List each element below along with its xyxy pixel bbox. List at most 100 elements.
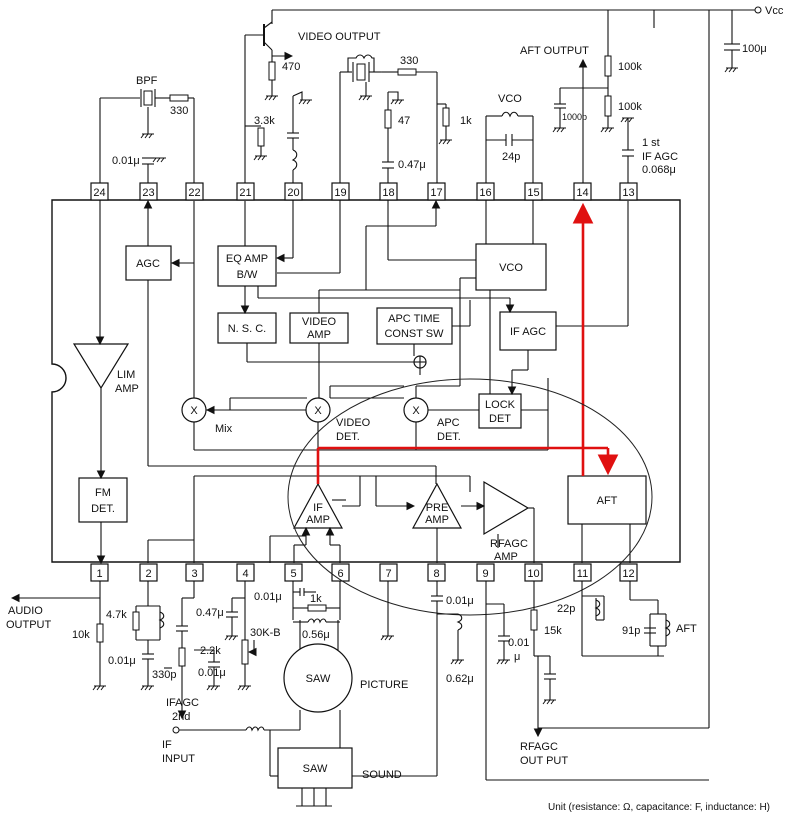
- pin-20: 20: [287, 187, 299, 199]
- svg-text:91p: 91p: [622, 625, 640, 637]
- unit-note: Unit (resistance: Ω, capacitance: F, ind…: [548, 802, 770, 813]
- pin-16: 16: [479, 187, 491, 199]
- svg-text:X: X: [190, 405, 198, 417]
- svg-text:330: 330: [400, 55, 418, 67]
- svg-text:PRE: PRE: [426, 502, 449, 514]
- external-top: Vcc 100μ 470 VIDEO OUTPUT 3.3k: [99, 5, 784, 729]
- pin-23: 23: [142, 187, 154, 199]
- svg-text:24p: 24p: [502, 151, 520, 163]
- pin-5: 5: [290, 568, 296, 580]
- if-agc-block: [499, 311, 557, 351]
- svg-text:1000p: 1000p: [562, 112, 587, 122]
- svg-text:FM: FM: [95, 487, 111, 499]
- if-amp-triangle: [292, 482, 344, 529]
- svg-text:0.47μ: 0.47μ: [398, 159, 426, 171]
- svg-text:X: X: [412, 405, 420, 417]
- svg-text:Mix: Mix: [215, 423, 233, 435]
- fm-det-block: [78, 477, 128, 523]
- svg-text:IF AGC: IF AGC: [510, 326, 546, 338]
- svg-text:0.01μ: 0.01μ: [198, 667, 226, 679]
- svg-text:0.01μ: 0.01μ: [108, 655, 136, 667]
- svg-text:OUTPUT: OUTPUT: [6, 619, 52, 631]
- pin-11: 11: [577, 568, 588, 580]
- svg-text:INPUT: INPUT: [162, 753, 195, 765]
- aft-block: [567, 475, 647, 525]
- svg-text:22p: 22p: [557, 603, 575, 615]
- svg-text:LIM: LIM: [117, 369, 135, 381]
- svg-text:0.01μ: 0.01μ: [112, 155, 140, 167]
- audio-output-label: AUDIO: [8, 605, 43, 617]
- pin-15: 15: [527, 187, 539, 199]
- svg-text:EQ AMP: EQ AMP: [226, 253, 268, 265]
- pin-2: 2: [145, 568, 151, 580]
- svg-text:APC: APC: [437, 417, 460, 429]
- external-bottom: AUDIO OUTPUT 10k 4.7k 0.01μ 330p I: [6, 581, 709, 807]
- highlighted-aft-path: [316, 202, 619, 484]
- top-pins: 24 23 22 21 20 19 18 17 16 15 14 13: [90, 182, 638, 201]
- saw-picture-filter: [283, 643, 353, 713]
- if-input-label: IF: [162, 739, 172, 751]
- svg-text:330p: 330p: [152, 669, 176, 681]
- svg-text:SAW: SAW: [303, 763, 328, 775]
- pin-6: 6: [337, 568, 343, 580]
- svg-text:IFAGC: IFAGC: [166, 697, 199, 709]
- svg-text:AMP: AMP: [494, 551, 518, 563]
- svg-text:0.47μ: 0.47μ: [196, 607, 224, 619]
- lock-det-block: [478, 393, 522, 429]
- picture-label: PICTURE: [360, 679, 408, 691]
- svg-text:μ: μ: [514, 651, 520, 663]
- svg-text:2.2k: 2.2k: [200, 645, 221, 657]
- svg-text:DET: DET: [489, 413, 511, 425]
- pin-14: 14: [576, 187, 588, 199]
- svg-text:330: 330: [170, 105, 188, 117]
- pin-19: 19: [334, 187, 346, 199]
- pin-3: 3: [191, 568, 197, 580]
- svg-text:15k: 15k: [544, 625, 562, 637]
- saw-sound-filter: [277, 747, 353, 789]
- svg-text:1k: 1k: [460, 115, 472, 127]
- svg-text:AMP: AMP: [425, 514, 449, 526]
- svg-text:470: 470: [282, 61, 300, 73]
- svg-text:AMP: AMP: [115, 383, 139, 395]
- svg-text:100μ: 100μ: [742, 43, 767, 55]
- svg-text:0.62μ: 0.62μ: [446, 673, 474, 685]
- highlight-ellipse: [287, 378, 653, 616]
- pin-7: 7: [385, 568, 391, 580]
- agc-label: AGC: [136, 258, 160, 270]
- pin-9: 9: [482, 568, 488, 580]
- pin-13: 13: [622, 187, 634, 199]
- eq-amp-block: [217, 245, 277, 287]
- svg-text:APC TIME: APC TIME: [388, 313, 440, 325]
- svg-text:0.01μ: 0.01μ: [254, 591, 282, 603]
- svg-text:AFT: AFT: [597, 495, 618, 507]
- svg-text:2nd: 2nd: [172, 711, 190, 723]
- internal-wiring: [95, 199, 631, 565]
- rfagc-out-label: RFAGC: [520, 741, 558, 753]
- pin-4: 4: [242, 568, 248, 580]
- sound-label: SOUND: [362, 769, 402, 781]
- svg-text:SAW: SAW: [306, 673, 331, 685]
- svg-text:10k: 10k: [72, 629, 90, 641]
- pin-18: 18: [382, 187, 394, 199]
- svg-text:4.7k: 4.7k: [106, 609, 127, 621]
- svg-text:0.068μ: 0.068μ: [642, 164, 676, 176]
- pin-8: 8: [433, 568, 439, 580]
- svg-text:DET.: DET.: [437, 431, 461, 443]
- svg-text:B/W: B/W: [237, 269, 258, 281]
- svg-text:AMP: AMP: [306, 514, 330, 526]
- pin-21: 21: [239, 187, 251, 199]
- svg-text:IF: IF: [313, 502, 323, 514]
- svg-text:3.3k: 3.3k: [254, 115, 275, 127]
- nsc-block: [217, 312, 277, 344]
- svg-text:DET.: DET.: [91, 503, 115, 515]
- vco-block: [475, 243, 547, 291]
- svg-text:IF AGC: IF AGC: [642, 151, 678, 163]
- aft-coil-label: AFT: [676, 623, 697, 635]
- pin-22: 22: [188, 187, 200, 199]
- svg-text:X: X: [314, 405, 322, 417]
- svg-text:N. S. C.: N. S. C.: [228, 323, 267, 335]
- svg-text:100k: 100k: [618, 101, 642, 113]
- lim-amp-triangle: [72, 343, 130, 390]
- svg-text:VIDEO: VIDEO: [302, 316, 337, 328]
